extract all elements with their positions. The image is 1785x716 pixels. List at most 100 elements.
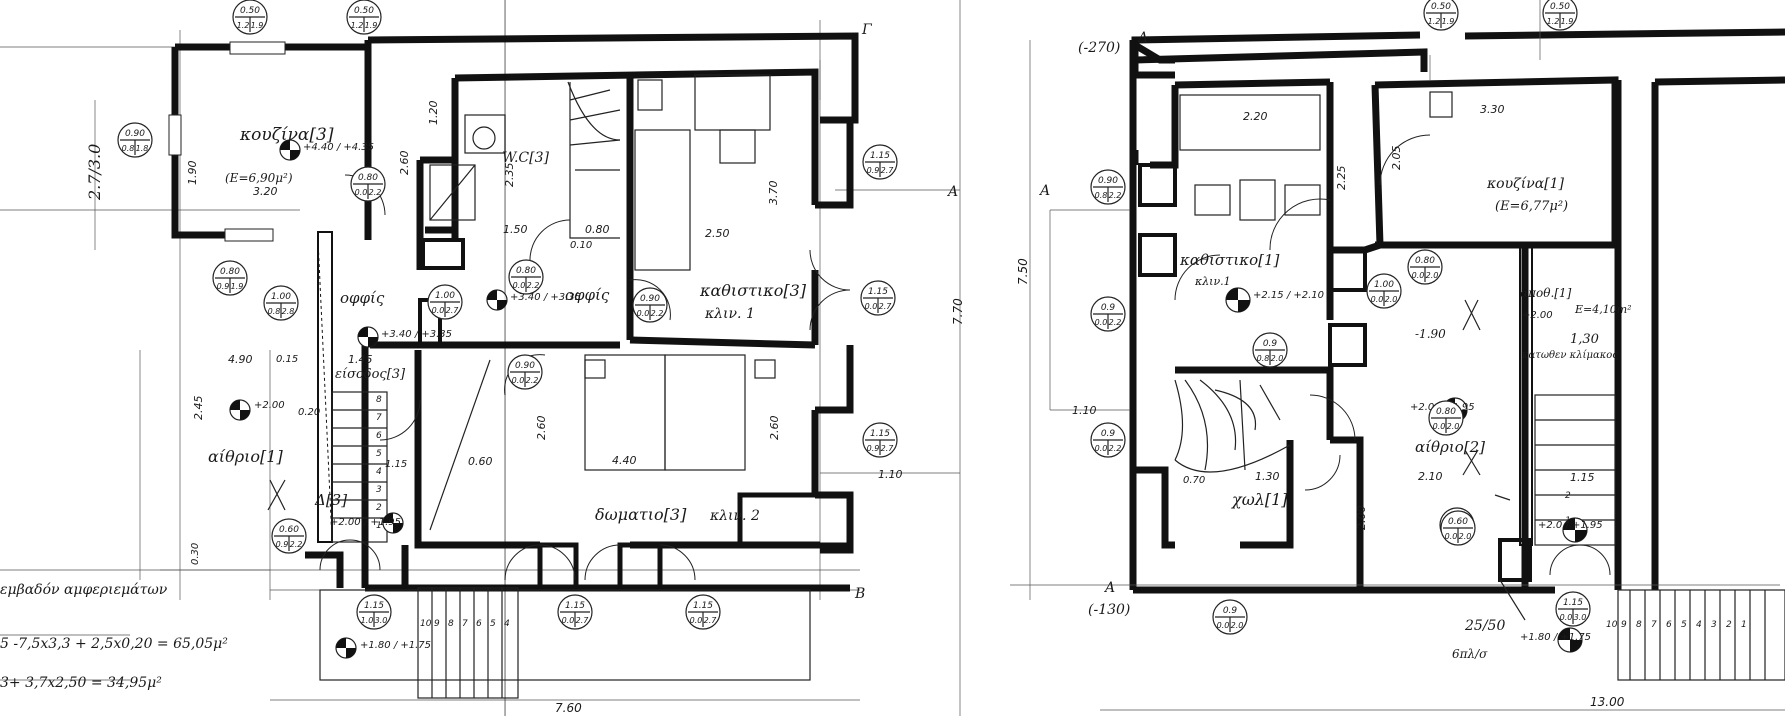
room-label-bed1-right: κλιν.1 [1194,275,1231,288]
marker-delta: Δ [1137,30,1148,46]
window-bubble-height: 3.0 [1574,613,1587,622]
window-bubble-sill: 0.0 [1095,318,1108,327]
stair-number-left: 4 [376,467,382,477]
window-bubble-height: 2.2 [290,540,303,549]
right-walls [1129,28,1785,594]
dim-225: 2.25 [1335,166,1348,191]
stair-number-left: 2 [376,503,382,513]
dim-060: 0.60 [468,455,493,468]
dim-bottom-note: 6πλ/σ [1452,647,1488,661]
room-area-kitchen1: (E=6,77μ²) [1495,199,1568,214]
level-marker: +2.0 / +1.95 [1538,517,1603,543]
stair-number-left: 7 [376,413,382,423]
window-bubble-height: 2.0 [1271,354,1284,363]
dim-270-vertical: 2.7/3.0 [85,144,104,201]
level-marker: +2.15 / +2.10 [1225,287,1324,313]
window-bubble-sill: 0.0 [512,376,525,385]
window-bubble-top: 1.15 [870,429,890,439]
note-title: εμβαδόν αμφεριεμάτων [0,582,168,598]
dimension-labels: 7.60 13.00 3.20 1.90 1.20 2.60 2.35 1.50… [85,101,1625,716]
dim-total-left: 7.60 [555,701,582,715]
room-label-courtyard1: αίθριο[1] [208,447,283,466]
window-bubble-top: 0.9 [1223,606,1238,616]
window-bubble-top: 1.15 [693,601,713,611]
marker-alpha-right: A [946,184,958,200]
marker-alpha-bottom2: A [1103,580,1115,596]
level-neg130: (-130) [1088,602,1130,618]
room-label-hall1: χωλ[1] [1231,490,1288,509]
window-bubble-top: 0.9 [1101,429,1116,439]
window-bubble-height: 1.9 [231,282,244,291]
level-sitting1: +2.15 / +2.10 [1253,290,1324,301]
window-bubble-top: 1.15 [565,601,585,611]
room-label-bed1: κλιν. 1 [704,306,755,322]
window-bubble-height: 2.2 [526,376,539,385]
window-bubble-sill: 0.9 [867,444,880,453]
stair-number-bottom-right: 3 [1711,620,1717,630]
dim-260a: 2.60 [398,151,411,176]
window-bubble-sill: 0.0 [513,281,526,290]
stair-number-left: 1 [376,521,382,531]
stair-number-bottom-left: 9 [434,619,440,629]
window-bubble-sill: 0.9 [867,166,880,175]
stair-number-left: 5 [376,449,382,459]
dim-115b: 1.15 [1570,471,1595,484]
window-bubble-sill: 0.0 [1445,532,1458,541]
dim-080: 0.80 [585,223,610,236]
level-storage1: +2.00 [1522,310,1553,321]
dim-440: 4.40 [612,454,637,467]
right-details [1010,0,1785,711]
room-label-storage1: αποθ.[1] [1520,286,1572,300]
window-bubble-height: 2.7 [576,616,590,625]
window-bubble-top: 0.50 [354,6,374,16]
window-bubble-sill: 0.0 [562,616,575,625]
dim-260c: 2.60 [768,416,781,441]
window-bubble-sill: 0.0 [1095,444,1108,453]
window-bubble-top: 0.80 [1436,407,1456,417]
stair-number-bottom-left: 7 [462,619,468,629]
window-bubble-top: 0.90 [125,129,145,139]
window-bubble-sill: 0.8 [1095,191,1108,200]
level-marker: +3.40 / +3.35 [486,289,581,311]
window-bubble-sill: 0.8 [1257,354,1270,363]
stair-number-bottom-right: 5 [1681,620,1687,630]
window-bubble-height: 1.8 [136,144,149,153]
dim-010: 0.10 [570,240,592,251]
window-bubble-top: 0.60 [1448,517,1468,527]
window-bubble-top: 0.90 [515,361,535,371]
level-marker: +4.40 / +4.35 [279,139,374,161]
dim-total-right: 13.00 [1590,695,1625,709]
window-bubble-height: 2.0 [1447,422,1460,431]
window-bubble-height: 2.2 [369,188,382,197]
level-delta3: +2.00 / +1.95 [330,517,401,528]
stair-number-bottom-right: 9 [1621,620,1627,630]
dim-750: 7.50 [1016,258,1030,285]
room-label-kitchen3: κουζίνα[3] [239,125,334,145]
window-bubble-height: 2.7 [881,444,895,453]
dim-235: 2.35 [503,163,516,188]
window-bubble-height: 1.9 [1561,17,1574,26]
window-bubble-height: 2.0 [1459,532,1472,541]
window-bubble-height: 2.0 [1231,621,1244,630]
dim-130: 1.30 [1255,470,1280,483]
room-label-office-mid: οφφίς [565,286,610,304]
stair-number-bottom-right: 8 [1636,620,1642,630]
marker-gamma: Γ [861,22,873,38]
stair-number-bottom-right: 4 [1696,620,1702,630]
window-bubble-height: 2.8 [282,307,295,316]
dim-150: 1.50 [503,223,528,236]
window-bubble-top: 0.60 [279,525,299,535]
window-bubble-top: 0.80 [1415,256,1435,266]
